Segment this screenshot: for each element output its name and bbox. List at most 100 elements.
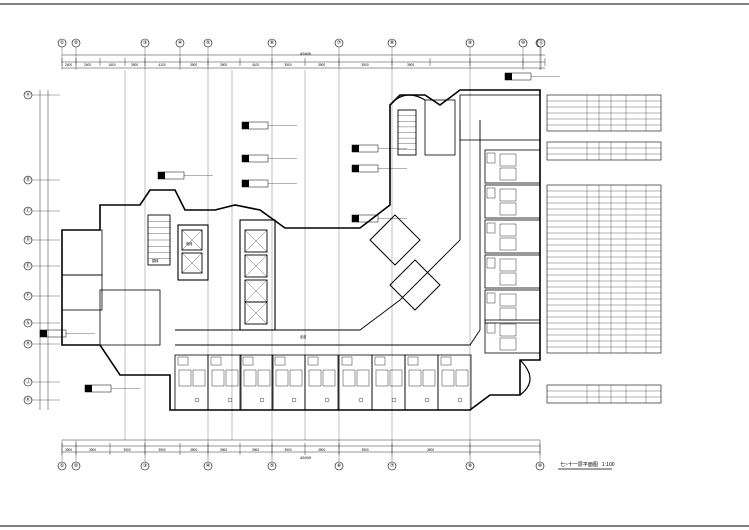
bathroom [341,356,353,366]
top-segment-dimension: 2400 [65,63,72,67]
service-room [99,289,161,346]
guest-room [404,354,439,411]
top-axis-label: ④ [178,40,183,46]
bottom-segment-dimension: 3900 [124,448,131,452]
left-axis-label: Ⓒ [25,207,30,214]
drawing-title: 七~十一层平面图 [560,461,598,468]
bed [243,369,257,387]
chair [291,397,297,403]
guest-room [484,289,541,324]
top-axis-label: ③ [143,40,148,46]
top-axis-label: ⑦ [337,40,342,46]
bed [499,307,517,321]
elevator-cross [181,229,203,251]
bathroom [177,356,189,366]
top-segment-dimension: 3900 [131,63,138,67]
bathroom [486,187,496,199]
bottom-segment-dimension: 3900 [362,448,369,452]
bed [257,369,271,387]
bed [499,323,517,337]
elevator-core-wall [177,224,209,281]
annotation-tag-marker [505,73,512,80]
service-room [459,94,541,141]
corridor-wall [175,120,481,346]
bathroom [486,292,496,304]
elevator-cross [244,229,268,253]
bottom-segment-dimension: 3900 [190,448,197,452]
bottom-axis-label: ① [60,463,65,469]
bottom-segment-dimension: 3900 [65,448,72,452]
elevator-shaft [244,229,268,253]
bed [275,369,289,387]
bathroom [407,356,419,366]
left-axis-label: Ⓙ [25,378,30,385]
service-room [61,229,103,276]
top-axis-label: ② [74,40,79,46]
bed [499,272,517,286]
bathroom [486,222,496,234]
top-segment-dimension: 2400 [84,63,91,67]
elevator-cross [181,252,203,274]
left-axis-label: Ⓗ [25,340,30,347]
top-segment-dimension: 4100 [159,63,166,67]
annotation-tag-marker [242,180,249,187]
drawing-scale: 1:100 [602,462,615,468]
bed [499,293,517,307]
chair [227,397,233,403]
top-axis-label: ⑤ [206,40,211,46]
drawing-title-block: 七~十一层平面图 1:100 [558,461,615,470]
curved-wall [519,359,531,396]
elevator-cross [244,254,268,278]
top-segment-dimension: 3900 [285,63,292,67]
left-axis-label: Ⓕ [25,292,30,299]
top-axis-label: ⑨ [468,40,473,46]
left-axis-label: Ⓑ [25,176,30,183]
elevator-cross [244,279,268,303]
annotation-tag-marker [352,145,359,152]
elevator-shaft [181,252,203,274]
guest-room [437,354,472,411]
elevator-cross [244,301,268,325]
bottom-segment-dimension: 3900 [318,448,325,452]
chair [324,397,330,403]
bathroom [486,152,496,164]
bottom-axis-label: ⑤ [270,463,275,469]
bottom-segment-dimension: 3900 [89,448,96,452]
elevator-core-wall [239,219,276,331]
top-total-dimension: 49400 [300,51,312,56]
elevator-shaft [181,229,203,251]
bottom-axis-label: ③ [143,463,148,469]
bathroom [307,356,319,366]
annotation-tag-marker [242,122,249,129]
annotation-tag-marker [352,215,359,222]
top-axis-label: ⑧ [390,40,395,46]
annotation-tag-marker [242,155,249,162]
guest-room [484,254,541,289]
schedule-table-d [546,384,662,404]
bed [356,369,370,387]
guest-room [371,354,406,411]
top-segment-dimension: 3900 [407,63,414,67]
bed [499,337,517,351]
room-label: 楼梯 [152,258,159,263]
rotated-room [389,259,441,311]
top-segment-dimension: 4100 [252,63,259,67]
chair [194,397,200,403]
bed [441,369,455,387]
guest-room [484,184,541,219]
bottom-axis-label: ② [74,463,79,469]
elevator-shaft [244,254,268,278]
top-segment-dimension: 3900 [318,63,325,67]
bed [408,369,422,387]
bottom-total-dimension: 49400 [300,455,312,460]
left-axis-label: Ⓐ [25,91,30,98]
corridor-wall [175,120,461,331]
bottom-axis-label: ⑧ [468,463,473,469]
bottom-axis-label: ⑦ [390,463,395,469]
guest-room [207,354,242,411]
top-segment-dimension: 3900 [190,63,197,67]
bottom-segment-dimension: 3900 [285,448,292,452]
guest-room [484,219,541,254]
guest-room [338,354,373,411]
